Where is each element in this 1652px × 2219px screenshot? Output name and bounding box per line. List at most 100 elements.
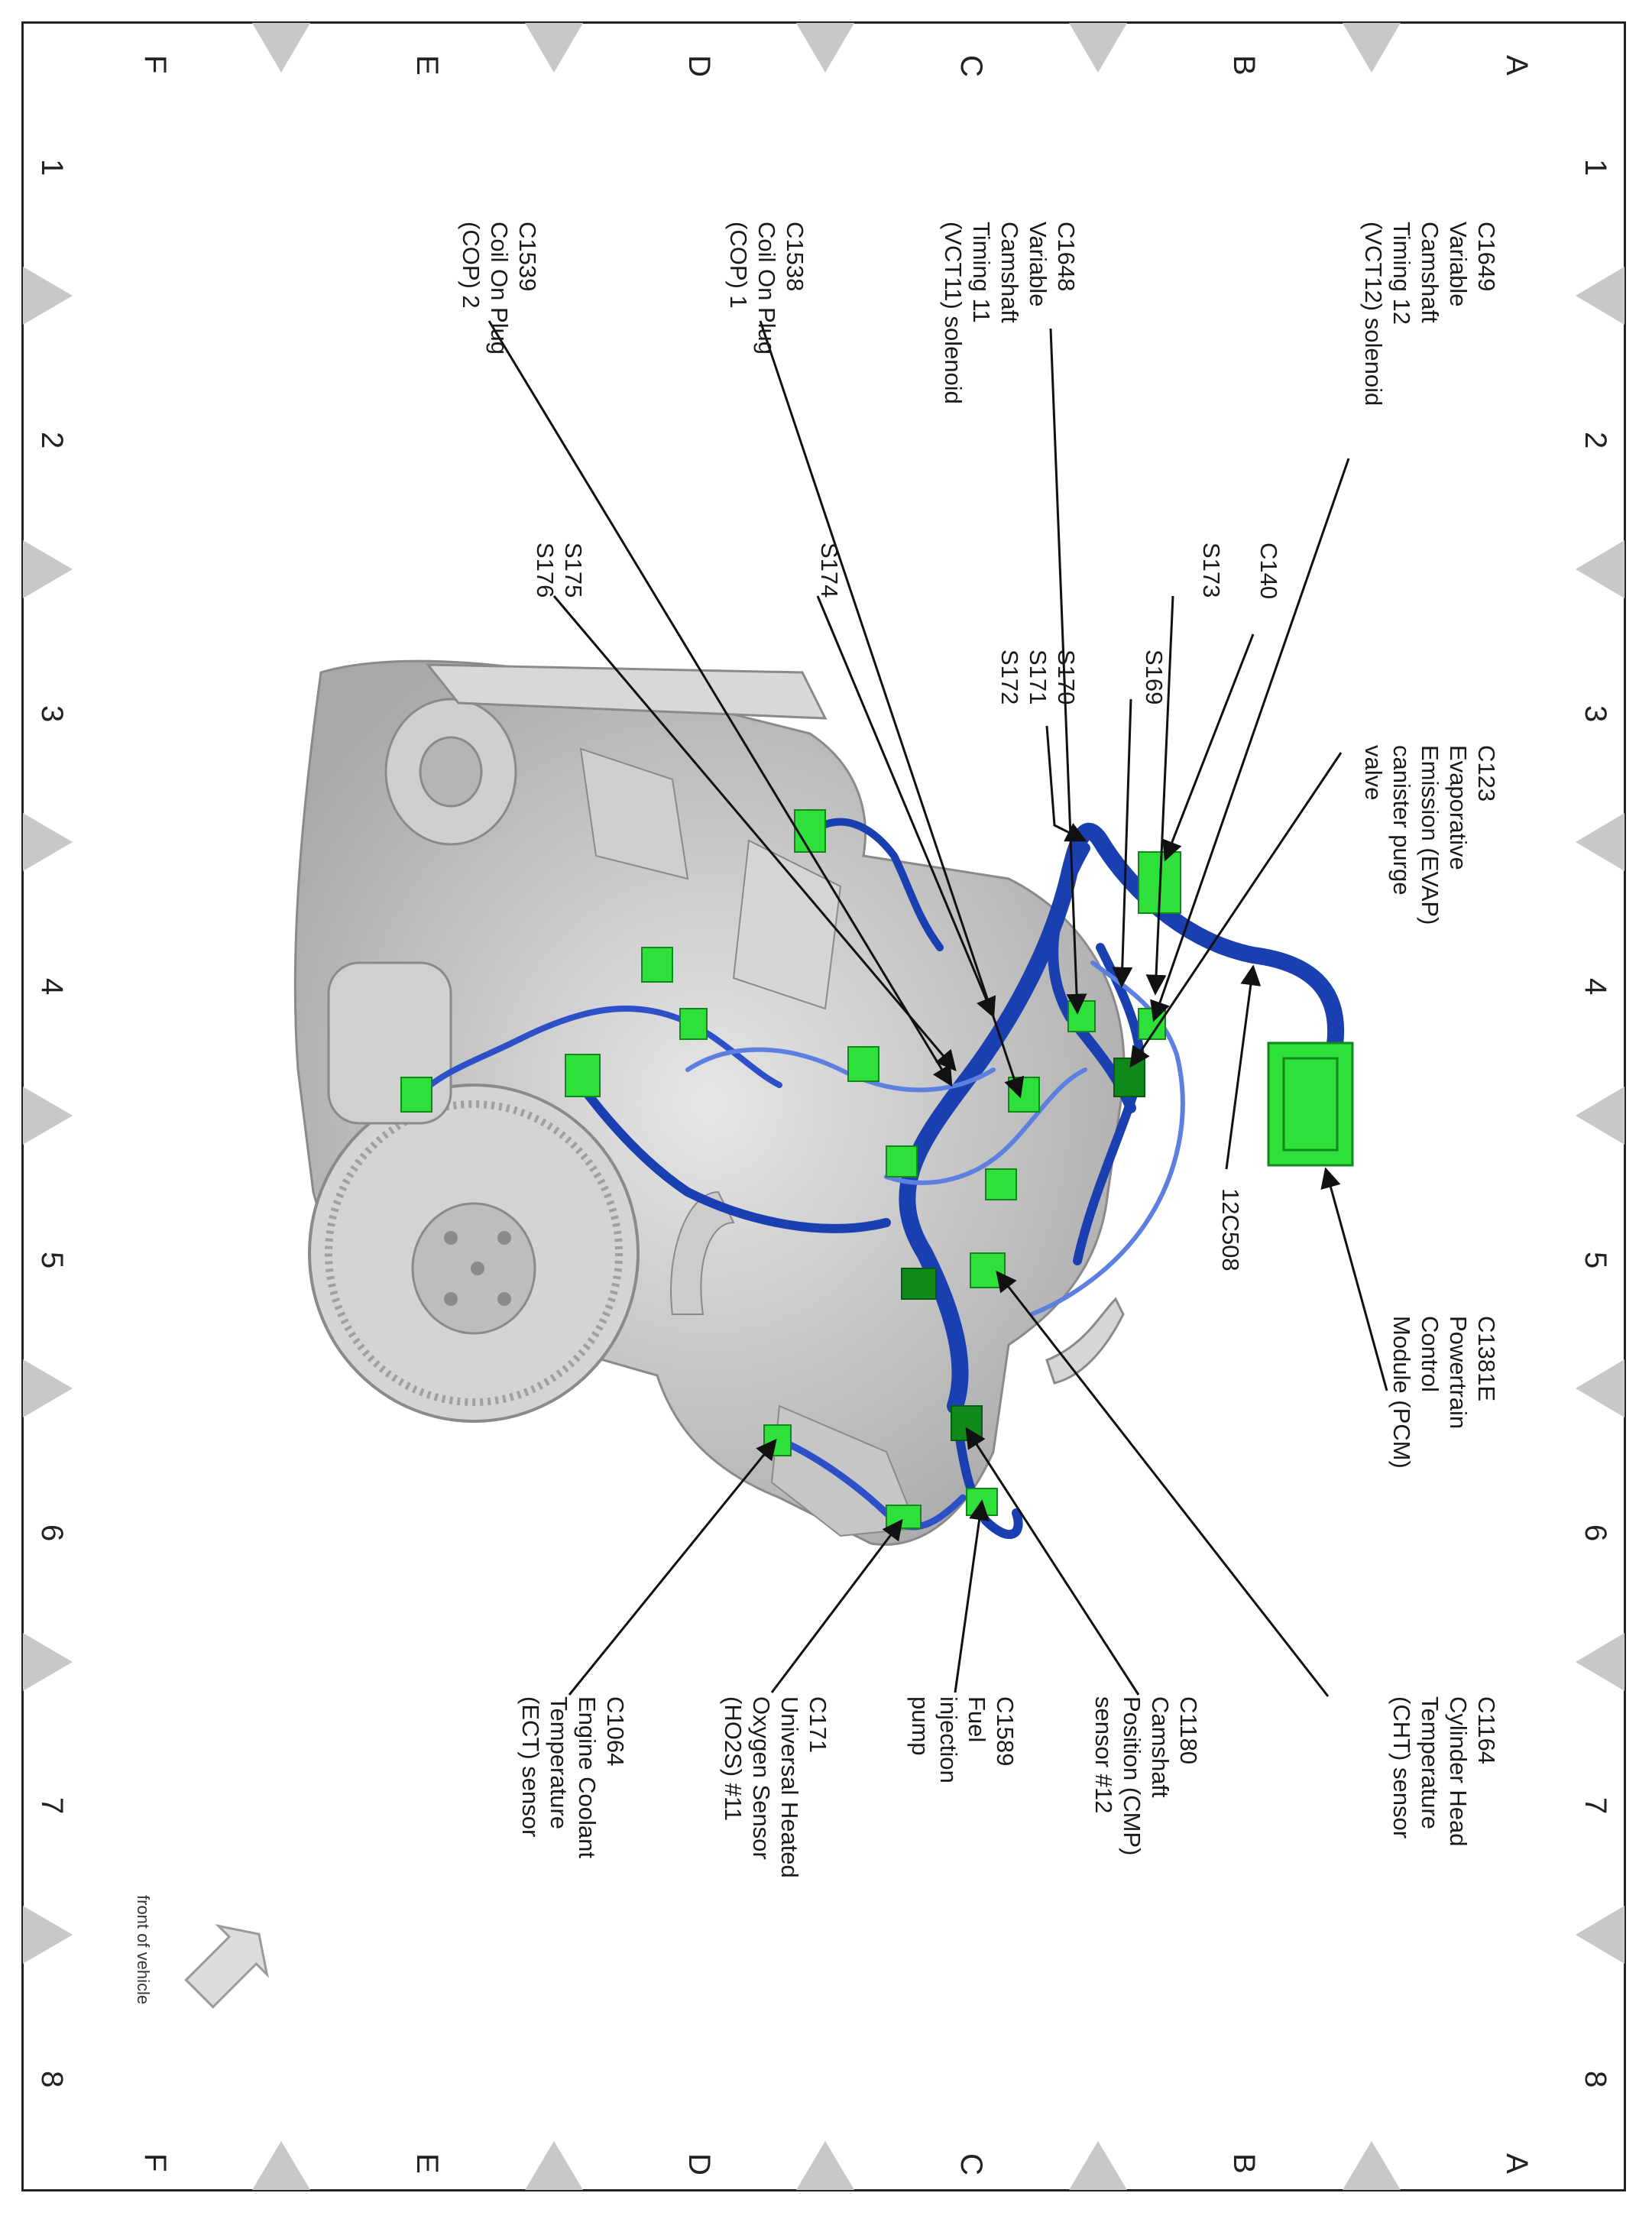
label-c171-line-2: Oxygen Sensor bbox=[748, 1696, 775, 1860]
grid-row-f-top: F bbox=[138, 55, 172, 73]
harness-branch-top bbox=[806, 818, 944, 951]
connector-d-upper[interactable] bbox=[794, 809, 826, 853]
leader-12c508 bbox=[1225, 964, 1262, 1170]
label-c1539-line-0: C1539 bbox=[514, 222, 541, 291]
grid-col-3-right: 3 bbox=[1579, 705, 1612, 722]
label-c1649-line-4: (VCT12) solenoid bbox=[1360, 222, 1387, 406]
grid-marker-left-6 bbox=[23, 1906, 73, 1964]
grid-marker-bottom-0 bbox=[1343, 2141, 1401, 2190]
grid-marker-top-2 bbox=[796, 23, 854, 73]
label-c1381e-line-3: Module (PCM) bbox=[1388, 1316, 1415, 1469]
grid-row-e-top: E bbox=[410, 55, 444, 76]
connector-c171[interactable] bbox=[886, 1505, 922, 1529]
connector-starter[interactable] bbox=[565, 1054, 601, 1097]
grid-row-f-bottom: F bbox=[138, 2153, 172, 2172]
grid-col-5-right: 5 bbox=[1579, 1252, 1612, 1268]
flywheel-ring bbox=[325, 1100, 623, 1406]
grid-row-labels-top: A B C D E F bbox=[138, 55, 1534, 77]
grid-col-7-right: 7 bbox=[1579, 1797, 1612, 1814]
grid-row-labels-bottom: A B C D E F bbox=[138, 2153, 1534, 2175]
grid-col-2-right: 2 bbox=[1579, 432, 1612, 449]
connector-d-mid[interactable] bbox=[641, 947, 673, 983]
label-c1164-line-3: (CHT) sensor bbox=[1388, 1696, 1415, 1838]
label-c123-line-0: C123 bbox=[1473, 745, 1500, 802]
label-c1538-line-0: C1538 bbox=[782, 222, 808, 291]
grid-col-labels-left: 1 2 3 4 5 6 7 8 bbox=[35, 159, 69, 2088]
connector-c-mid[interactable] bbox=[886, 1145, 918, 1178]
grid-marker-bottom-4 bbox=[252, 2141, 310, 2190]
harness-branch-starter bbox=[576, 1080, 891, 1233]
grid-col-2-left: 2 bbox=[35, 432, 69, 449]
grid-marker-left-2 bbox=[23, 813, 73, 871]
grid-marker-left-1 bbox=[23, 540, 73, 598]
label-c1539-line-1: Coil On Plug bbox=[486, 222, 513, 355]
connector-c1538[interactable] bbox=[1008, 1077, 1040, 1113]
leader-c140 bbox=[1162, 633, 1255, 862]
leader-c1539 bbox=[488, 320, 953, 1087]
connector-c1381e[interactable] bbox=[1267, 1041, 1354, 1167]
grid-marker-left-5 bbox=[23, 1633, 73, 1691]
connector-c123[interactable] bbox=[1113, 1058, 1145, 1097]
exhaust-pipe bbox=[1045, 1297, 1125, 1385]
connector-generator[interactable] bbox=[400, 1077, 432, 1113]
harness-light-loop-3 bbox=[884, 1067, 1087, 1185]
grid-col-4-left: 4 bbox=[35, 978, 69, 995]
label-s169-line-0: S169 bbox=[1141, 650, 1168, 705]
grid-marker-top-0 bbox=[1343, 23, 1401, 73]
grid-col-7-left: 7 bbox=[35, 1797, 69, 1814]
label-c1381e-line-1: Powertrain bbox=[1445, 1316, 1472, 1429]
label-c1538-line-2: (COP) 1 bbox=[725, 222, 752, 309]
label-c1648-line-2: Camshaft bbox=[996, 222, 1023, 323]
label-c1589-line-3: pump bbox=[907, 1696, 934, 1756]
label-c1064-line-0: C1064 bbox=[602, 1696, 629, 1766]
label-c1648-line-1: Variable bbox=[1025, 222, 1051, 306]
grid-col-6-left: 6 bbox=[35, 1524, 69, 1541]
grid-marker-bottom-3 bbox=[525, 2141, 583, 2190]
label-s170-line-0: S170 bbox=[1053, 650, 1080, 705]
grid-marker-right-1 bbox=[1576, 540, 1624, 598]
connector-c1539[interactable] bbox=[847, 1046, 879, 1082]
grid-marker-top-3 bbox=[525, 23, 583, 73]
connector-c1648[interactable] bbox=[1067, 1000, 1096, 1032]
connector-d-mid2[interactable] bbox=[679, 1008, 708, 1040]
grid-row-d-top: D bbox=[682, 55, 716, 77]
leader-c1589 bbox=[954, 1499, 990, 1693]
label-c123-line-1: Evaporative bbox=[1445, 745, 1472, 870]
harness-light-loop-2 bbox=[1029, 960, 1185, 1317]
grid-marker-right-6 bbox=[1576, 1906, 1624, 1964]
leader-s173 bbox=[1145, 595, 1174, 996]
label-s170-line-1: S171 bbox=[1025, 650, 1051, 705]
grid-col-5-left: 5 bbox=[35, 1252, 69, 1268]
leader-c1649 bbox=[1150, 458, 1350, 1022]
label-c1589-line-1: Fuel bbox=[964, 1696, 990, 1742]
label-c1180-line-2: Position (CMP) bbox=[1119, 1696, 1145, 1855]
label-c1589-line-2: injection bbox=[935, 1696, 962, 1783]
grid-marker-bottom-1 bbox=[1069, 2141, 1127, 2190]
connector-c-mid2[interactable] bbox=[901, 1268, 937, 1300]
connector-c1180[interactable] bbox=[951, 1405, 983, 1441]
leader-c123 bbox=[1129, 752, 1343, 1068]
grid-markers bbox=[23, 23, 1624, 2190]
leader-c1538 bbox=[759, 320, 1025, 1099]
label-c1180-line-1: Camshaft bbox=[1147, 1696, 1174, 1798]
label-c1648-line-0: C1648 bbox=[1053, 222, 1080, 291]
leader-c1648 bbox=[1049, 328, 1087, 1015]
leader-s175 bbox=[552, 595, 957, 1072]
drive-belt bbox=[425, 663, 828, 720]
label-c123-line-2: Emission (EVAP) bbox=[1417, 745, 1443, 925]
grid-marker-right-3 bbox=[1576, 1087, 1624, 1145]
grid-col-6-right: 6 bbox=[1579, 1524, 1612, 1541]
front-arrow-icon bbox=[184, 1924, 269, 2009]
connector-c1164[interactable] bbox=[970, 1252, 1006, 1288]
grid-col-8-left: 8 bbox=[35, 2071, 69, 2088]
label-c1538-line-1: Coil On Plug bbox=[753, 222, 780, 355]
grid-marker-top-4 bbox=[252, 23, 310, 73]
grid-row-b-top: B bbox=[1227, 55, 1261, 76]
label-c1381e-line-0: C1381E bbox=[1473, 1316, 1500, 1401]
grid-col-1-left: 1 bbox=[35, 159, 69, 176]
label-s170-line-2: S172 bbox=[996, 650, 1023, 705]
connector-c-mid3[interactable] bbox=[985, 1168, 1017, 1200]
grid-col-8-right: 8 bbox=[1579, 2071, 1612, 2088]
